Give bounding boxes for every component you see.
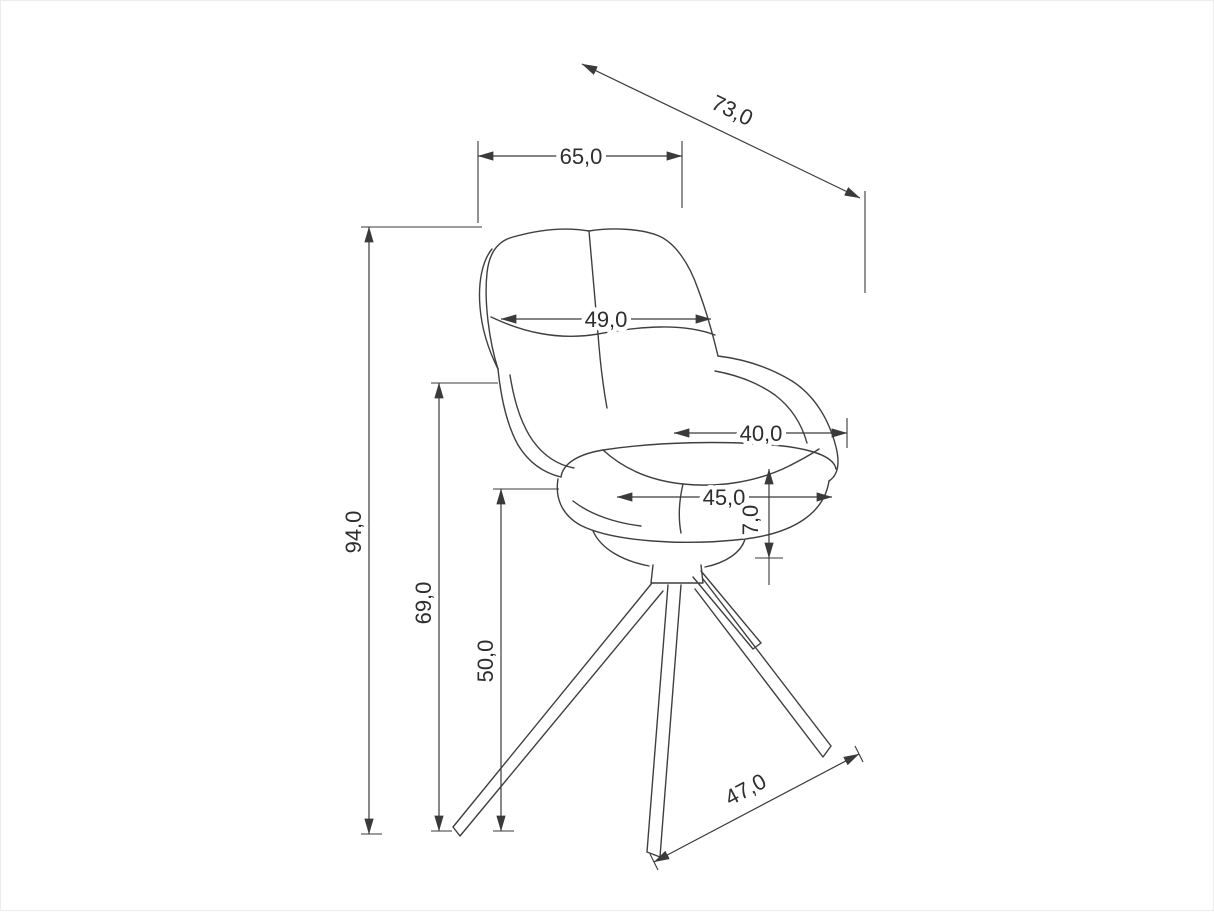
chair-seat-top-edge <box>560 441 837 478</box>
chair-leg-rear <box>692 570 762 650</box>
dim-label-armrest-height: 69,0 <box>411 582 436 625</box>
chair-seat-side-seam <box>572 500 642 527</box>
chair-seat-front-seam <box>678 483 684 534</box>
dim-label-total-height: 94,0 <box>341 511 366 554</box>
chair-backrest-cross-seam <box>490 316 716 337</box>
dim-label-cushion-thickness: 7,0 <box>738 505 763 536</box>
dimension-inner-seat-width: 40,0 <box>673 417 848 451</box>
chair-left-armrest-inner <box>509 374 575 469</box>
chair-legs <box>452 570 832 858</box>
chair-leg-front-center <box>646 584 682 858</box>
chair-leg-right <box>694 578 832 758</box>
dimension-total-depth: 73,0 <box>581 63 866 293</box>
dim-label-backrest-width: 49,0 <box>585 307 628 332</box>
chair-under-shell-right <box>704 538 746 568</box>
chair-under-shell-left <box>592 530 650 567</box>
dimension-cushion-thickness: 7,0 <box>734 468 783 585</box>
dimension-armrest-height: 69,0 <box>407 382 498 832</box>
dimension-base-depth: 47,0 <box>649 745 864 871</box>
chair-right-armrest-inner <box>714 370 808 444</box>
dim-label-seat-height: 50,0 <box>473 640 498 683</box>
chair-seat-front-edge <box>556 478 830 543</box>
chair-leg-front-left <box>452 582 664 837</box>
chair-seat-seam <box>602 448 820 486</box>
dimension-seat-width: 45,0 <box>616 481 833 515</box>
dim-label-total-depth: 73,0 <box>708 90 757 131</box>
chair-right-armrest-outer <box>717 355 839 482</box>
dimension-total-height: 94,0 <box>337 226 482 835</box>
dim-label-seat-width: 45,0 <box>703 485 746 510</box>
chair-drawing <box>452 228 839 858</box>
chair-backrest <box>485 228 719 370</box>
dimension-top-width: 65,0 <box>477 140 683 223</box>
dimension-seat-height: 50,0 <box>469 488 559 832</box>
dim-label-top-width: 65,0 <box>560 144 603 169</box>
chair-back-shell <box>478 248 499 370</box>
chair-left-armrest-outer <box>497 368 562 478</box>
chair-swivel-hub <box>650 564 704 584</box>
dimension-backrest-width: 49,0 <box>500 303 712 337</box>
dim-label-inner-seat-width: 40,0 <box>740 421 783 446</box>
